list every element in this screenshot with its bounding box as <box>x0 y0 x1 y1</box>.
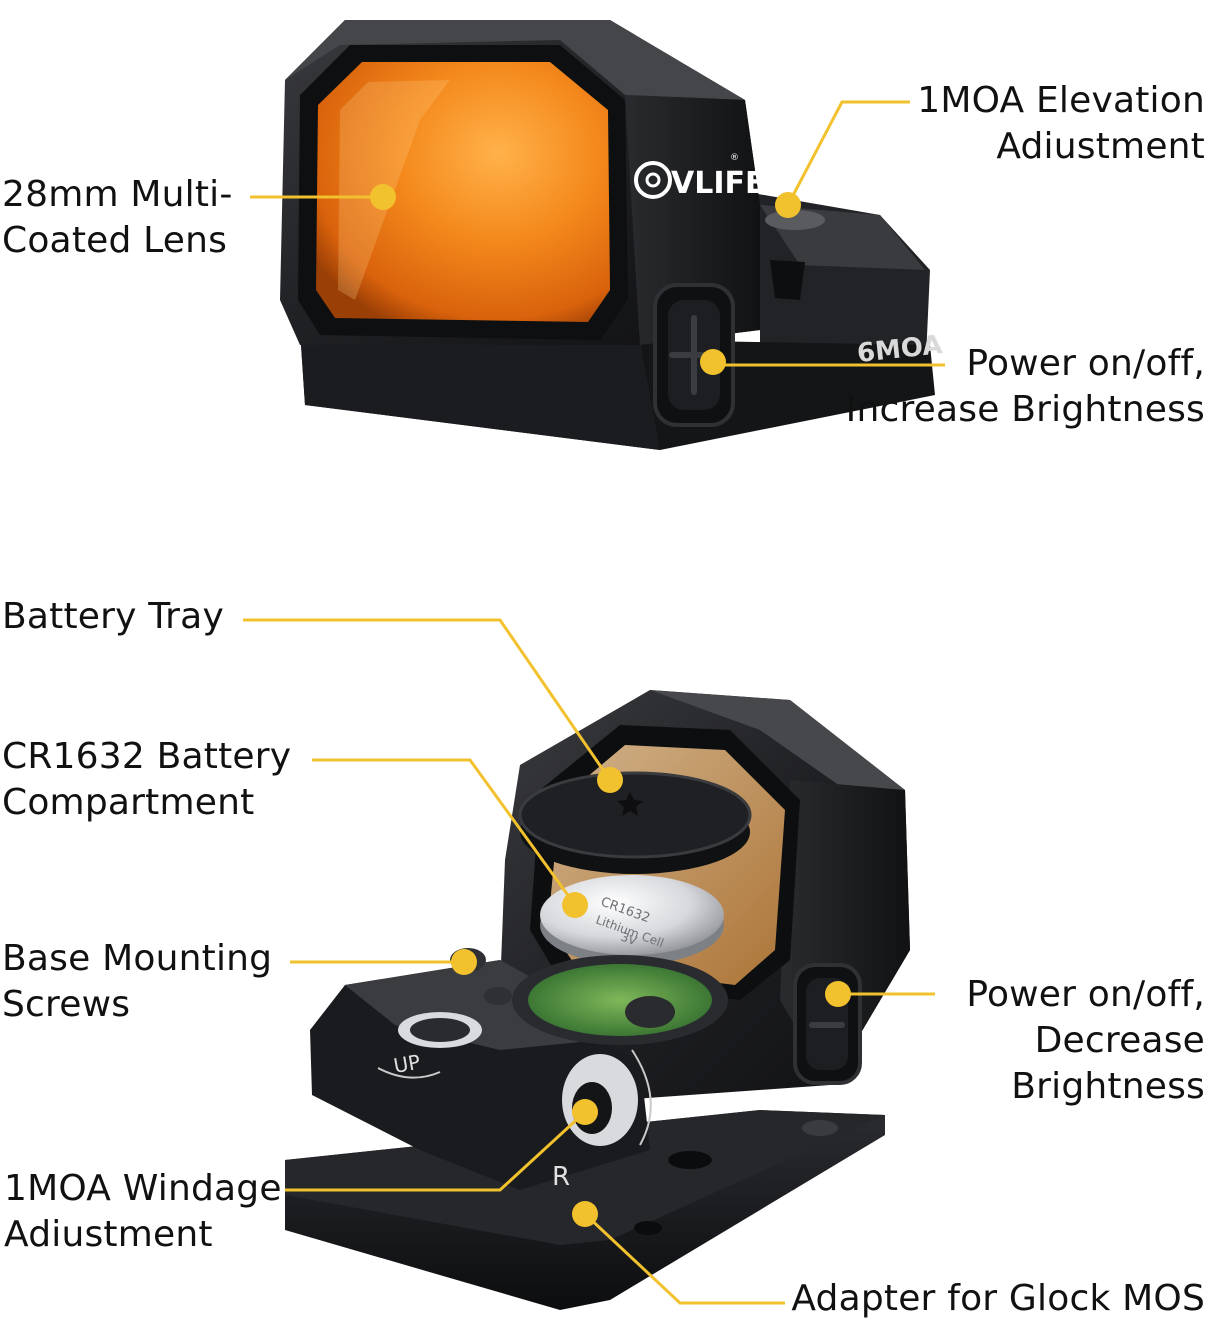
adapter-hole-1 <box>668 1151 712 1169</box>
callout-line-windage <box>285 1110 587 1192</box>
label-windage-line-2: Adiustment <box>4 1214 213 1255</box>
elevation-direction-marking: UP <box>392 1050 422 1078</box>
callout-lines <box>243 100 945 1305</box>
label-lens-line-2: Coated Lens <box>2 220 228 261</box>
brand-logo-text: VLIFE <box>671 166 765 201</box>
star-screw-icon <box>617 792 643 816</box>
bottom-housing-top <box>650 690 905 800</box>
callout-dot-power-up <box>700 349 726 375</box>
label-power-down: Power on/off, Decrease Brightness <box>966 972 1205 1110</box>
compartment-screw <box>625 996 675 1028</box>
elevation-arrow <box>377 1067 441 1079</box>
label-battery-tray: Battery Tray <box>2 594 224 640</box>
callout-dot-base-screws <box>451 949 477 975</box>
callout-line-elevation <box>786 100 910 206</box>
adapter-plate-top <box>285 1110 885 1245</box>
callout-dot-battery-compartment <box>562 892 588 918</box>
label-base-screws-line-2: Screws <box>2 984 131 1025</box>
callout-dot-elevation <box>775 192 801 218</box>
windage-direction-marking: R <box>552 1162 570 1192</box>
elevation-slot <box>770 260 805 300</box>
top-base-front <box>300 330 660 450</box>
hood-side <box>625 95 760 345</box>
bottom-sight: CR1632 Lithium Cell 3V UP R <box>285 690 910 1310</box>
adapter-hole-2 <box>634 1221 662 1235</box>
label-elevation-line-2: Adiustment <box>996 126 1205 167</box>
callout-dot-windage <box>572 1099 598 1125</box>
callout-line-adapter <box>583 1212 785 1305</box>
label-battery-tray-line-1: Battery Tray <box>2 596 224 637</box>
label-windage-line-1: 1MOA Windage <box>4 1168 282 1209</box>
battery-compartment-pcb <box>528 964 712 1036</box>
brand-registered-mark: ® <box>730 153 739 163</box>
label-power-down-line-1: Power on/off, <box>966 974 1205 1015</box>
label-base-screws-line-1: Base Mounting <box>2 938 273 979</box>
callout-dot-power-down <box>825 981 851 1007</box>
brand-logo-core <box>645 172 661 188</box>
label-adapter: Adapter for Glock MOS <box>791 1276 1205 1322</box>
adapter-pin <box>802 1120 838 1136</box>
hood-top-edge <box>285 20 745 100</box>
brand-logo-ring <box>634 161 672 199</box>
label-power-down-line-3: Brightness <box>1011 1066 1205 1107</box>
lens-reflection <box>338 80 450 300</box>
label-power-up-line-2: Increase Brightness <box>845 389 1205 430</box>
label-battery-compartment-line-2: Compartment <box>2 782 255 823</box>
label-lens: 28mm Multi- Coated Lens <box>2 172 233 264</box>
label-base-screws: Base Mounting Screws <box>2 936 272 1028</box>
label-adapter-line-1: Adapter for Glock MOS <box>791 1278 1205 1319</box>
callout-line-battery-compartment <box>312 758 577 906</box>
label-elevation-line-1: 1MOA Elevation <box>917 80 1205 121</box>
battery-tray <box>518 771 752 859</box>
label-power-up: Power on/off, Increase Brightness <box>846 341 1205 433</box>
windage-arrow <box>631 1049 652 1146</box>
callout-dot-adapter <box>572 1201 598 1227</box>
base-screw-2 <box>484 987 512 1005</box>
label-lens-line-1: 28mm Multi- <box>2 174 233 215</box>
label-power-up-line-1: Power on/off, <box>966 343 1205 384</box>
coin-battery <box>540 875 724 955</box>
label-elevation: 1MOA Elevation Adiustment <box>917 78 1205 170</box>
label-power-down-line-2: Decrease <box>1034 1020 1205 1061</box>
label-battery-compartment-line-1: CR1632 Battery <box>2 736 292 777</box>
label-windage: 1MOA Windage Adiustment <box>4 1166 282 1258</box>
callout-dot-lens <box>370 184 396 210</box>
battery-print-3: 3V <box>619 930 639 949</box>
callout-dots <box>370 184 851 1227</box>
top-sight: VLIFE ® 6MOA <box>280 20 944 450</box>
callout-line-battery-tray <box>243 618 612 781</box>
elevation-dial-center <box>410 1018 470 1042</box>
lens-glass <box>316 62 610 322</box>
label-battery-compartment: CR1632 Battery Compartment <box>2 734 291 826</box>
callout-dot-battery-tray <box>597 767 623 793</box>
